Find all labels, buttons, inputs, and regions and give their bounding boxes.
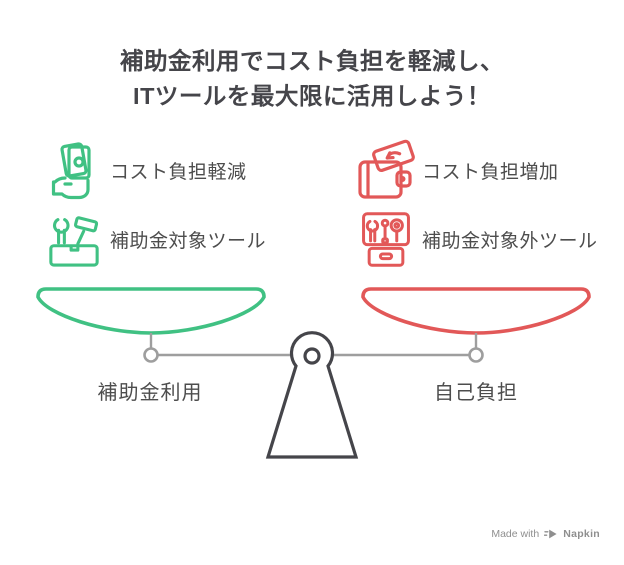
title-line-1: 補助金利用でコスト負担を軽減し、 xyxy=(120,48,504,74)
open-toolbox-icon xyxy=(356,207,416,271)
item-label-cost-reduction: コスト負担軽減 xyxy=(110,161,247,183)
feature-item-cost-increase: コスト負担増加 xyxy=(356,138,559,202)
feature-item-non-subsidy-tools: 補助金対象外ツール xyxy=(356,207,598,271)
left-pan xyxy=(36,287,266,335)
right-pan-label: 自己負担 xyxy=(434,382,518,404)
right-hang-point xyxy=(468,347,484,363)
left-hang-point xyxy=(143,347,159,363)
item-label-non-subsidy-tools: 補助金対象外ツール xyxy=(422,230,598,252)
page-title: 補助金利用でコスト負担を軽減し、 ITツールを最大限に活用しよう！ xyxy=(0,44,624,114)
fulcrum-pivot-hole xyxy=(303,347,321,365)
wallet-money-out-icon xyxy=(356,138,416,202)
item-label-cost-increase: コスト負担増加 xyxy=(422,161,559,183)
right-pan xyxy=(361,287,591,335)
napkin-credit-link[interactable]: Made with Napkin xyxy=(491,528,600,540)
title-line-2: ITツールを最大限に活用しよう！ xyxy=(133,83,491,109)
money-in-hand-icon xyxy=(44,138,104,202)
napkin-logo-icon xyxy=(544,528,558,540)
feature-item-subsidy-tools: 補助金対象ツール xyxy=(44,207,266,271)
left-pan-label: 補助金利用 xyxy=(97,382,203,404)
credit-brand: Napkin xyxy=(563,528,600,540)
fulcrum xyxy=(265,331,359,459)
toolbox-tools-icon xyxy=(44,207,104,271)
feature-item-cost-reduction: コスト負担軽減 xyxy=(44,138,247,202)
credit-prefix: Made with xyxy=(491,528,540,540)
item-label-subsidy-tools: 補助金対象ツール xyxy=(110,230,267,252)
